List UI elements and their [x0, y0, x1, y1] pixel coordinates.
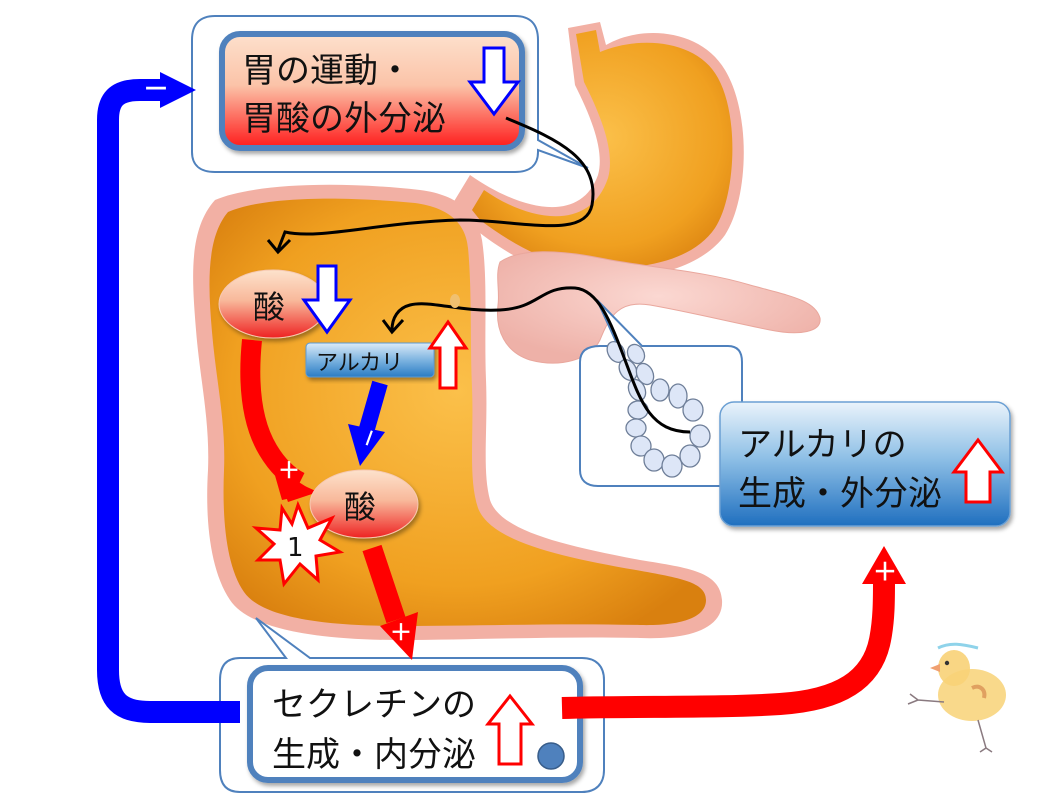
increase-arrow-icon [951, 437, 1005, 504]
pancreas-status-box [719, 401, 1011, 527]
pancreas-box-line2: 生成・外分泌 [738, 474, 942, 514]
chick-illustration [907, 642, 1006, 753]
stomach-illustration [450, 22, 744, 281]
acid-to-acid-sign: ＋ [278, 459, 300, 484]
increase-arrow-icon [484, 693, 536, 766]
alkali-label: アルカリ [316, 351, 403, 376]
burst-number: 1 [287, 533, 304, 563]
feedback-sign: － [143, 75, 169, 105]
pancreas-illustration [496, 251, 821, 364]
decrease-arrow-icon [467, 46, 521, 117]
acid-to-secretin-arrow: ＋ [362, 544, 418, 660]
stimulate-arrow-to-pancreas: ＋ [561, 546, 906, 719]
acid-to-acid-arrow: ＋ [240, 339, 318, 502]
increase-arrow-icon [427, 319, 469, 390]
feedback-arrow-to-stomach: － [97, 72, 240, 723]
blue-dot-marker [537, 742, 565, 770]
secretin-box-line2: 生成・内分泌 [272, 735, 476, 775]
acid-bottom-bubble [309, 469, 419, 539]
burst-star [251, 500, 345, 588]
stomach-box-line1: 胃の運動・ [242, 51, 412, 91]
acinus-cells [606, 341, 711, 478]
pancreas-box-line1: アルカリの [738, 425, 907, 465]
decrease-arrow-icon [301, 264, 353, 335]
acid-top-label: 酸 [253, 288, 285, 326]
alkali-label-box [305, 342, 435, 378]
secretin-box-line1: セクレチンの [272, 685, 476, 725]
acid-bottom-label: 酸 [344, 488, 376, 526]
papilla-opening [450, 294, 460, 308]
stimulate-sign: ＋ [873, 558, 897, 586]
duct-lines [266, 116, 691, 434]
stomach-status-box [219, 31, 525, 151]
stomach-box-line2: 胃酸の外分泌 [242, 99, 446, 139]
acid-to-secretin-sign: ＋ [390, 621, 412, 646]
